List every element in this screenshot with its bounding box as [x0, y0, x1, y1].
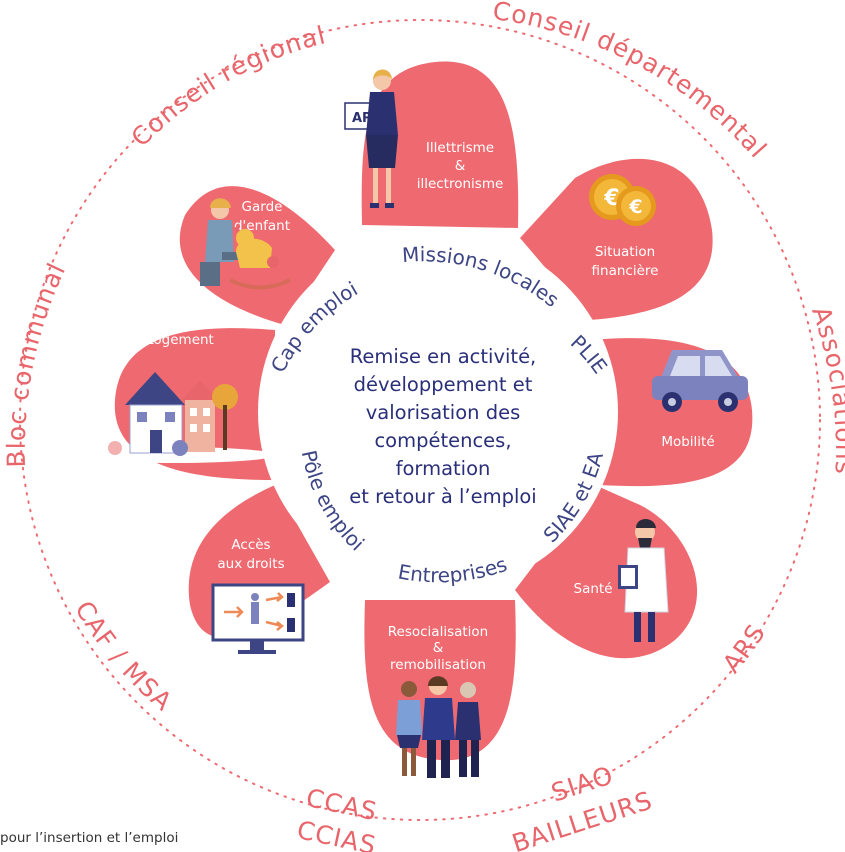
petal-situation-financiere: [520, 158, 713, 320]
center-line: développement et: [354, 373, 533, 396]
petal-label: Resocialisation: [388, 624, 489, 640]
center-description: Remise en activité, développement et val…: [349, 345, 536, 508]
computer-screen-icon: [211, 583, 305, 654]
outer-label-bloc-communal: Bloc communal: [2, 258, 72, 468]
ar-card-letters: AR: [352, 111, 372, 126]
center-circle: [258, 232, 618, 592]
center-line: et retour à l’emploi: [349, 485, 536, 508]
petal-label: financière: [592, 263, 659, 279]
petal-label: aux droits: [217, 556, 284, 572]
center-line: Remise en activité,: [350, 345, 537, 368]
petal-label: remobilisation: [390, 657, 486, 673]
center-line: formation: [396, 457, 491, 480]
teacher-with-ar-card-icon: AR: [344, 69, 398, 208]
svg-text:€: €: [603, 186, 619, 211]
svg-text:€: €: [628, 196, 642, 218]
petal-illettrisme: [361, 61, 519, 228]
outer-label-caf-msa: CAF / MSA: [69, 596, 178, 717]
petal-label: Accès: [231, 537, 270, 553]
outer-label-associations: Associations: [806, 303, 845, 476]
doctor-icon: [618, 519, 669, 642]
petal-labels: Illettrisme & illectronisme Situation fi…: [146, 140, 715, 673]
petal-label: Santé: [574, 581, 613, 597]
petal-label: &: [433, 640, 444, 656]
child-rocking-horse-icon: [200, 198, 291, 290]
petal-label: Garde: [242, 199, 283, 215]
petal-label: illectronisme: [417, 176, 504, 192]
petal-label: Situation: [595, 244, 655, 260]
center-line: compétences,: [374, 429, 511, 452]
group-of-people-icon: [396, 676, 481, 778]
petal-label: &: [455, 158, 466, 174]
footer-caption: pour l’insertion et l’emploi: [0, 830, 179, 846]
euro-coins-icon: € €: [589, 174, 656, 226]
petal-label: Illettrisme: [426, 140, 494, 156]
center-line: valorisation des: [366, 401, 520, 424]
outer-label-conseil-regional: Conseil régional: [126, 20, 329, 152]
petal-label: Mobilité: [661, 434, 714, 450]
outer-dotted-ring: [19, 19, 821, 821]
houses-icon: [75, 372, 275, 463]
car-icon: [652, 350, 748, 412]
outer-label-conseil-departemental: Conseil départemental: [491, 0, 773, 164]
petal-label: Logement: [146, 332, 214, 348]
outer-label-ars: ARS: [717, 619, 771, 679]
